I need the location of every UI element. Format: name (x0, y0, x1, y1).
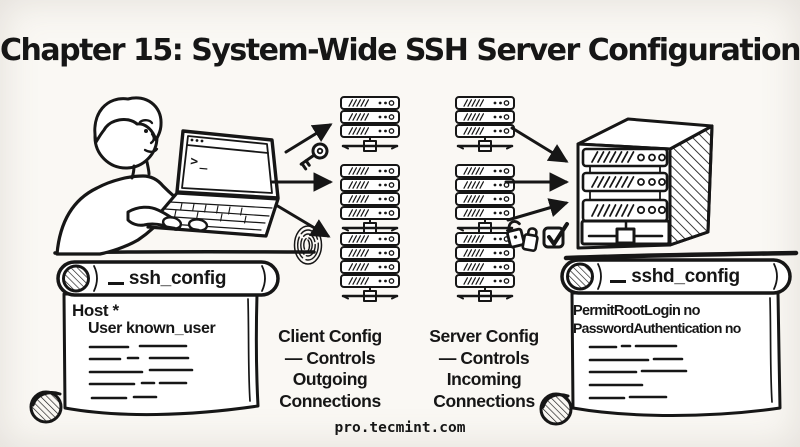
terminal-prompt: >_ (190, 154, 211, 171)
caption-line: Connections (433, 390, 535, 411)
fingerprint-icon (293, 225, 323, 265)
ground-line (563, 250, 799, 261)
person-hair (93, 96, 163, 144)
sshd-config-scroll-title: sshd_config (564, 262, 786, 291)
checked-checkbox-icon (542, 222, 569, 249)
scroll-curl (539, 392, 573, 426)
ssh-config-title-text: ssh_config (128, 267, 227, 289)
client-arrows (270, 123, 333, 238)
page-title: Chapter 15: System-Wide SSH Server Confi… (0, 33, 800, 68)
server-rack-stack (455, 164, 515, 235)
scroll-header-roll (560, 258, 792, 295)
site-credit: pro.tecmint.com (334, 420, 466, 436)
server-rack-stack (340, 96, 400, 153)
server-rack-stack (340, 232, 400, 303)
sshd-config-title-text: sshd_config (631, 265, 740, 287)
server-rack-stack (340, 164, 400, 235)
caption-line: — Controls (438, 347, 530, 368)
server-rack-stack (455, 96, 515, 153)
scroll-placeholder-lines (588, 344, 688, 400)
arrow-to-client-rack-top (284, 123, 333, 154)
ssh-config-line-user: User known_user (88, 320, 216, 337)
caption-line: Connections (279, 390, 381, 411)
laptop: >_ (126, 129, 280, 238)
ssh-config-line-host: Host * (72, 301, 119, 320)
ssh-config-scroll (29, 260, 280, 424)
caption-line: Server Config (429, 326, 539, 346)
caption-line: Outgoing (292, 369, 368, 389)
server-bay (581, 147, 669, 168)
sshd-config-line-permitrootlogin: PermitRootLogin no (573, 303, 700, 319)
scroll-header-roll (56, 260, 280, 297)
scroll-roll-line (107, 282, 124, 285)
arrow-to-main-server-bottom (506, 198, 569, 222)
main-server (576, 117, 714, 250)
client-server-racks (340, 96, 400, 303)
scroll-placeholder-lines (88, 344, 194, 400)
scroll-roll-end (62, 264, 90, 293)
arrow-to-main-server-top (510, 126, 569, 163)
scroll-roll-end (566, 262, 594, 291)
gateway-server-racks (455, 96, 515, 303)
key-icon (299, 142, 329, 171)
server-bay (581, 198, 669, 223)
server-bay (581, 171, 669, 193)
ssh-config-scroll-title: ssh_config (60, 264, 274, 293)
caption-line: — Controls (284, 347, 376, 368)
server-arrows (504, 126, 569, 222)
sshd-config-line-passwordauth: PasswordAuthentication no (573, 320, 741, 336)
padlock-icon (506, 220, 539, 252)
scroll-roll-line (610, 280, 627, 283)
server-config-caption: Server Config — Controls Incoming Connec… (420, 326, 548, 412)
scroll-curl (29, 390, 63, 424)
caption-line: Incoming (446, 369, 522, 389)
arrow-to-client-rack-bottom (274, 203, 331, 238)
caption-line: Client Config (278, 326, 382, 346)
server-rack-stack (455, 232, 515, 303)
person-hand (187, 218, 209, 232)
window-controls-icon (190, 138, 204, 143)
sshd-config-scroll (539, 258, 792, 426)
client-config-caption: Client Config — Controls Outgoing Connec… (268, 326, 392, 412)
